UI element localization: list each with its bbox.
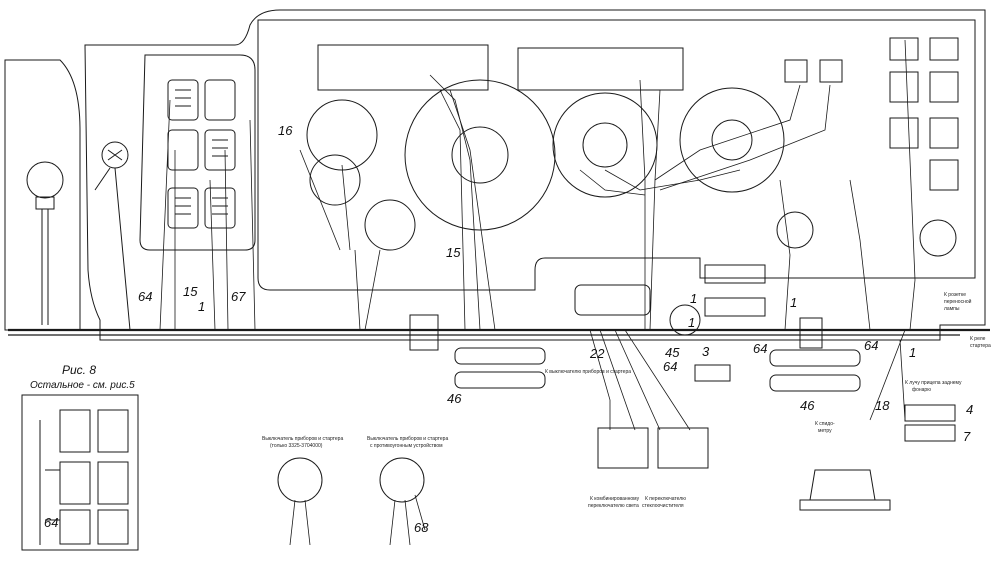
connector-left	[94, 141, 131, 331]
callout-68: 68	[414, 520, 429, 535]
relay-circle	[669, 304, 701, 336]
inset-box	[21, 394, 139, 551]
callout-1-mid2: 1	[688, 315, 695, 330]
figure-caption: Рис. 8	[62, 363, 96, 377]
note-to-socket-2: переносной	[944, 298, 972, 305]
note-to-rear-lamp: К лучу прицепа заднему	[905, 380, 962, 386]
callout-18: 18	[875, 398, 890, 413]
callout-46-left: 46	[447, 391, 462, 406]
note-to-speedometer: К спидо-	[815, 421, 835, 427]
callout-15-top: 15	[446, 245, 461, 260]
gauge-2	[309, 154, 361, 206]
note-to-rear-lamp-2: фонарю	[912, 387, 931, 393]
dashboard-outline	[84, 9, 986, 341]
note-to-starter-relay-2: стартера	[970, 343, 991, 349]
switch-b	[379, 457, 425, 503]
note-switch-a-sub: (только 3325-3704000)	[270, 443, 323, 449]
terminal-panels	[317, 44, 843, 91]
figure-subcaption: Остальное - см. рис.5	[30, 380, 135, 391]
inline-connectors	[409, 264, 956, 511]
note-to-combined-2: переключателю света	[588, 503, 639, 509]
speedometer	[404, 79, 556, 231]
callout-64-mid: 64	[663, 359, 677, 374]
callout-64-left: 64	[138, 289, 152, 304]
callout-3: 3	[702, 344, 710, 359]
gauge-4	[679, 87, 785, 193]
gauges	[277, 79, 957, 503]
left-pillar	[4, 59, 81, 331]
note-switch-b-title: Выключатель приборов и стартера	[367, 436, 448, 442]
callout-64-inset: 64	[44, 515, 58, 530]
gauge-5	[776, 211, 814, 249]
callout-15-left: 15	[183, 284, 198, 299]
gauge-6	[919, 219, 957, 257]
speedometer-body	[799, 469, 891, 511]
callout-1-mid: 1	[690, 291, 697, 306]
callout-22: 22	[589, 346, 605, 361]
callout-45: 45	[665, 345, 680, 360]
note-to-combined: К комбинированному	[590, 496, 640, 502]
instrument-panel-outline	[257, 19, 976, 291]
note-switch-a-title: Выключатель приборов и стартера	[262, 436, 343, 442]
callout-16: 16	[278, 123, 293, 138]
switch-a	[277, 457, 323, 503]
note-to-starter-relay: К реле	[970, 336, 986, 342]
callout-46-right: 46	[800, 398, 815, 413]
note-switch-b-sub: с противоугонным устройством	[370, 442, 443, 449]
note-to-speedometer-2: метру	[818, 428, 832, 434]
dome-lamp	[26, 161, 64, 325]
wire-bundles	[159, 39, 916, 431]
note-to-switches-2: стеклоочистителя	[642, 503, 684, 509]
gauge-1	[306, 99, 378, 171]
gauge-3	[364, 199, 416, 251]
fuse-panel-outline	[139, 54, 256, 251]
callout-1-right: 1	[790, 295, 797, 310]
note-to-socket-3: лампы	[944, 306, 960, 312]
note-to-socket: К розетке	[944, 292, 966, 298]
callout-64-right: 64	[864, 338, 878, 353]
callout-1-far: 1	[909, 345, 916, 360]
note-to-switch: К выключателю приборов и стартера	[545, 369, 631, 375]
callout-1-left: 1	[198, 299, 205, 314]
note-to-switches: К переключателю	[645, 496, 686, 502]
callout-64-mid2: 64	[753, 341, 767, 356]
right-fuse-blocks	[889, 37, 959, 191]
callout-7: 7	[963, 429, 971, 444]
callout-4: 4	[966, 402, 973, 417]
callout-67: 67	[231, 289, 246, 304]
